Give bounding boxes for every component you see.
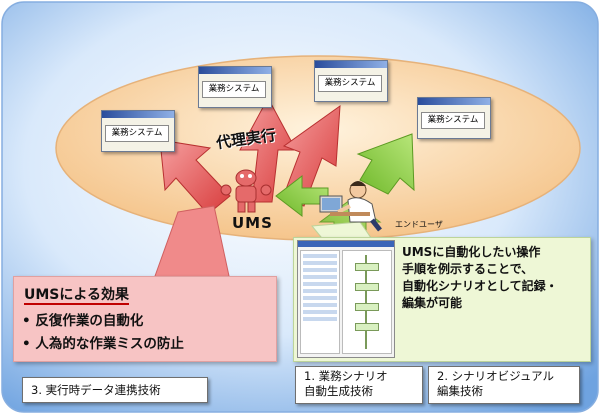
callout-line: 手順を例示することで、 [402,262,534,276]
end-user-icon [319,181,382,232]
window-titlebar [102,111,174,118]
editor-titlebar [298,241,394,247]
red-arrow-center [239,96,297,203]
label-line: 1. 業務シナリオ [304,369,388,383]
window-titlebar [199,67,271,74]
effects-box: UMSによる効果 • 反復作業の自動化 • 人為的な作業ミスの防止 [13,276,277,362]
system-window-2[interactable]: 業務システム [314,60,388,102]
system-window-label: 業務システム [105,125,169,142]
end-user-label: エンドユーザ [395,220,443,229]
callout-text: UMSに自動化したい操作 手順を例示することで、 自動化シナリオとして記録・ 編… [402,244,592,312]
window-titlebar [418,98,490,105]
editor-canvas [342,250,392,354]
window-titlebar [315,61,387,68]
system-window-label: 業務システム [421,112,485,129]
effect-item-2: • 人為的な作業ミスの防止 [22,336,184,352]
ums-robot-icon [220,169,272,213]
system-window-4[interactable]: 業務システム [417,97,491,139]
callout-line: 編集が可能 [402,296,463,310]
scenario-editor-thumbnail [297,240,395,358]
ums-label: UMS [232,214,273,232]
callout-line: UMSに自動化したい操作 [402,245,541,259]
editor-palette [300,250,340,354]
callout-line: 自動化シナリオとして記録・ [402,279,558,293]
label-runtime-data-linkage: 3. 実行時データ連携技術 [22,377,208,403]
label-scenario-visual-editing: 2. シナリオビジュアル 編集技術 [428,366,580,404]
effects-title: UMSによる効果 [24,287,129,305]
label-line: 自動生成技術 [304,384,373,398]
label-scenario-auto-generation: 1. 業務シナリオ 自動生成技術 [295,366,423,404]
green-arrow-up [356,133,415,195]
system-window-1[interactable]: 業務システム [198,66,272,108]
system-window-3[interactable]: 業務システム [101,110,175,152]
effect-item-1: • 反復作業の自動化 [22,313,144,329]
system-window-label: 業務システム [318,75,382,92]
label-line: 編集技術 [437,384,483,398]
label-line: 2. シナリオビジュアル [437,369,554,383]
system-window-label: 業務システム [202,81,266,98]
